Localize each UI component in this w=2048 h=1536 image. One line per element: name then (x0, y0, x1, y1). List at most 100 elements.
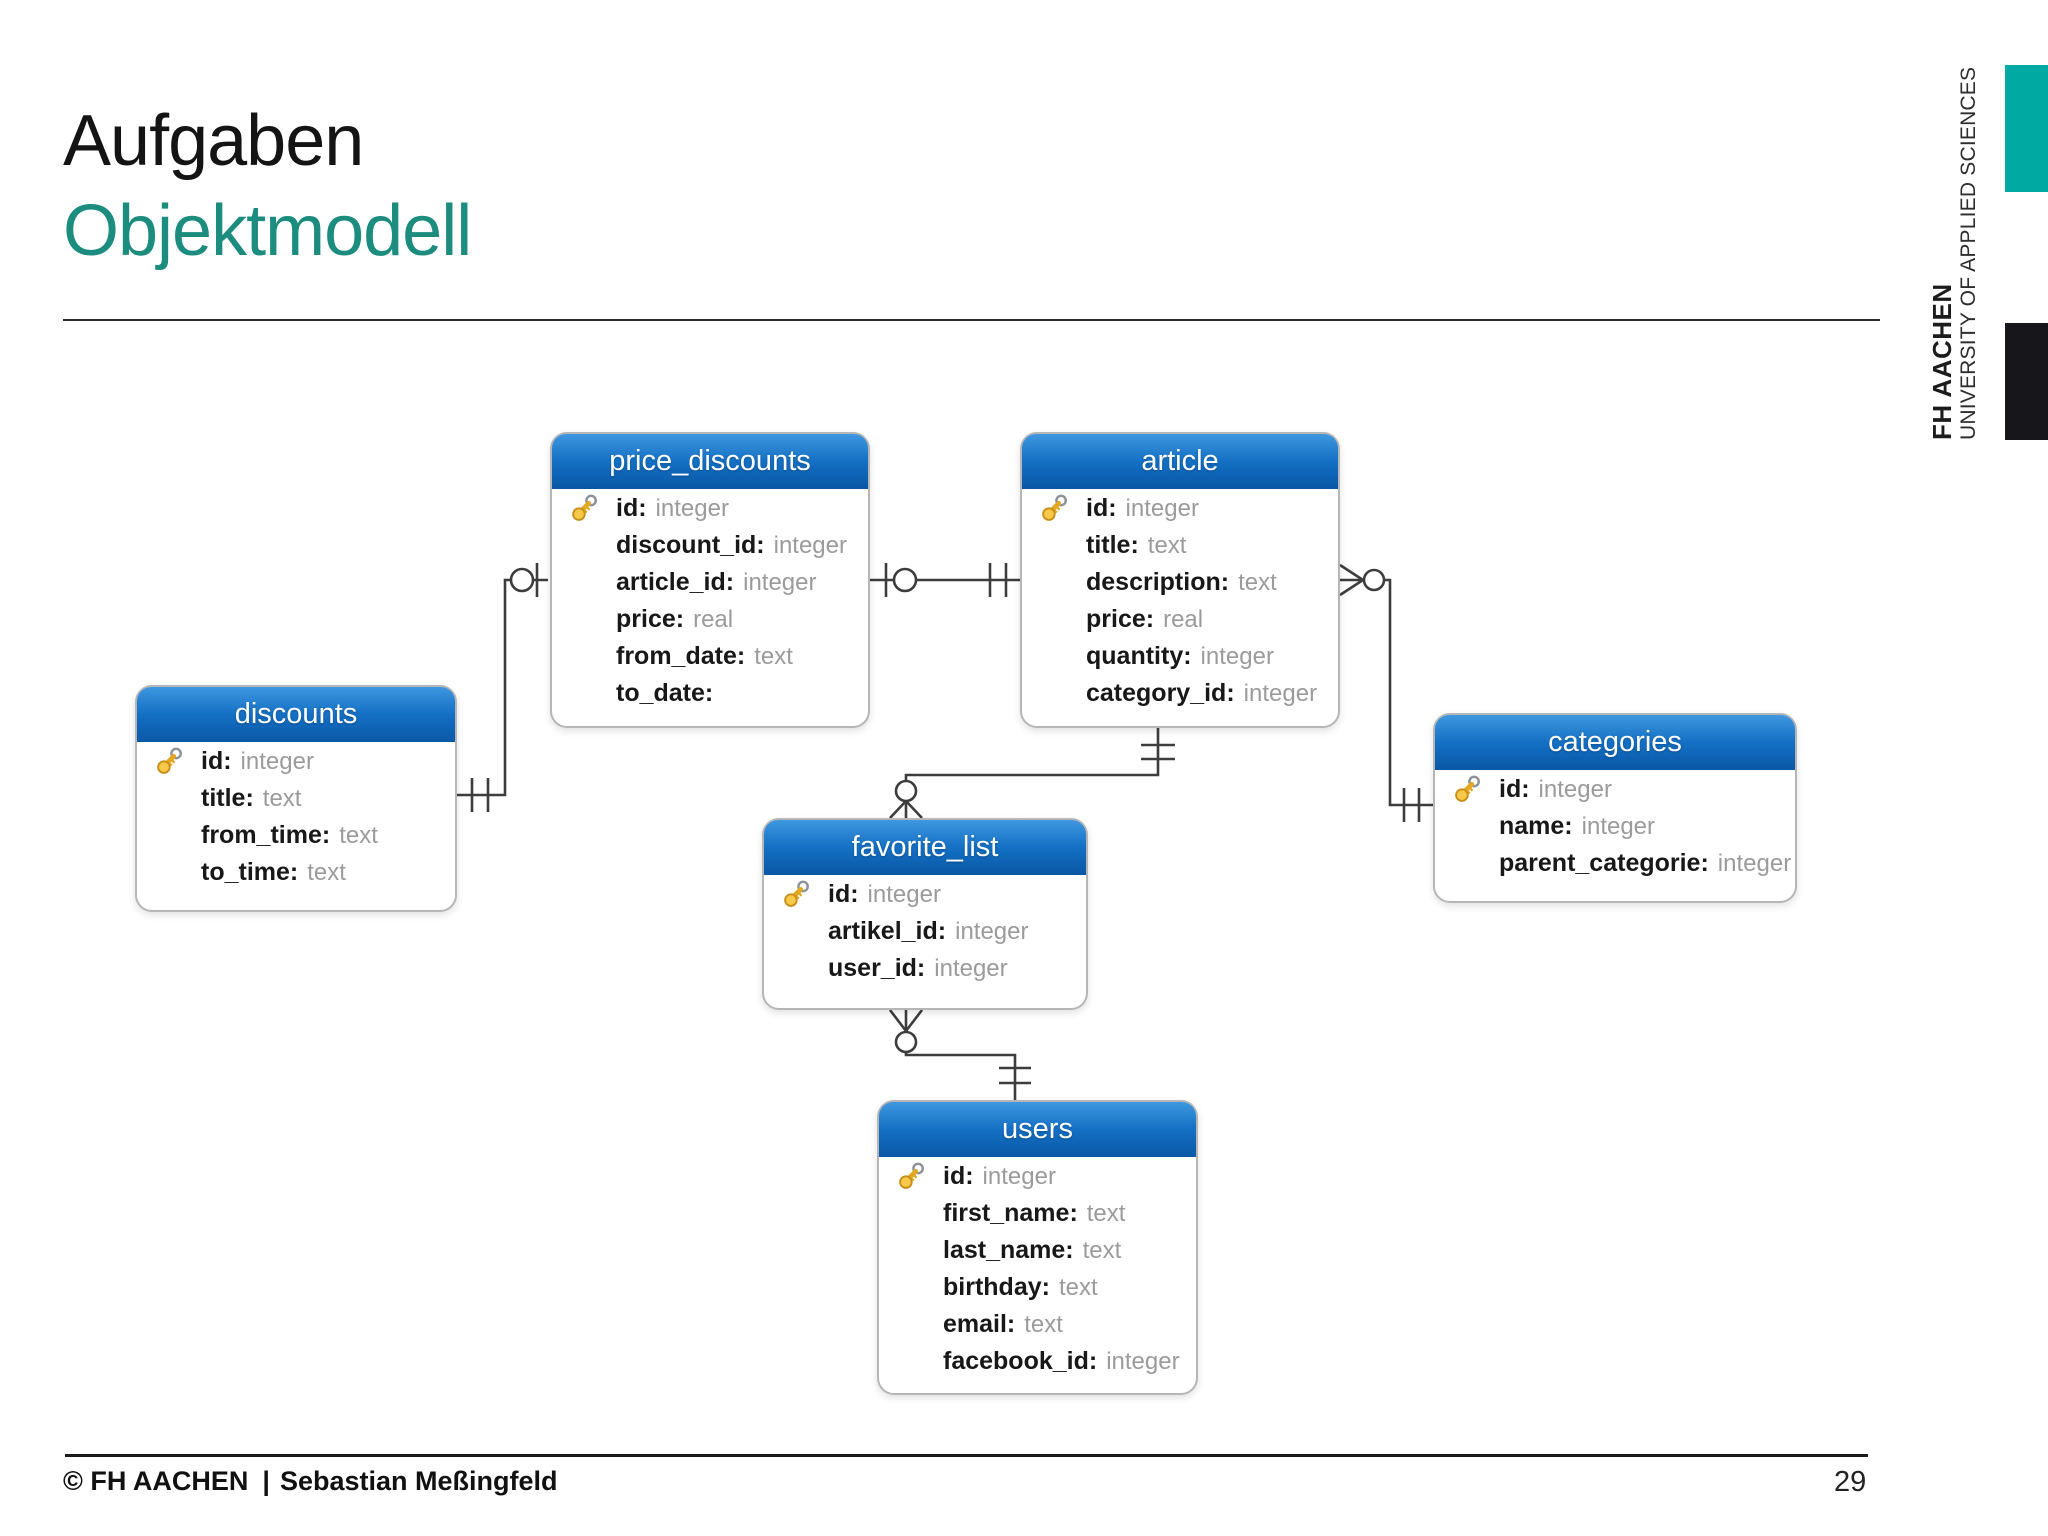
field-name: to_date: (616, 679, 714, 707)
field-row: title:text (1022, 527, 1338, 564)
field-type: integer (1717, 849, 1792, 877)
field-name: from_time: (201, 821, 331, 849)
field-row: artikel_id: integer (764, 913, 1086, 950)
footer-text: © FH AACHEN | Sebastian Meßingfeld (63, 1466, 558, 1497)
footer-author: Sebastian Meßingfeld (279, 1466, 558, 1496)
field-name: name: (1499, 812, 1573, 840)
footer-separator: | (262, 1466, 270, 1496)
field-name: category_id: (1086, 679, 1235, 707)
field-type: integer (743, 568, 817, 596)
entity-title: price_discounts (552, 434, 868, 489)
connection-price_discounts-article (868, 563, 1022, 597)
field-name: title: (201, 784, 254, 812)
field-name: parent_categorie: (1499, 849, 1709, 877)
field-row: category_id: integer (1022, 675, 1338, 712)
field-type: integer (1581, 812, 1656, 840)
field-row: id: integer (764, 876, 1086, 913)
field-row: email: text (879, 1306, 1196, 1343)
entity-fields: id: integer artikel_id: integer user_id:inte… (764, 875, 1086, 987)
entity-title: article (1022, 434, 1338, 489)
footer-rule (65, 1454, 1868, 1457)
field-name: email: (943, 1310, 1016, 1338)
field-row: birthday: text (879, 1269, 1196, 1306)
page-subtitle: Objektmodell (63, 191, 472, 271)
field-type: text (1147, 531, 1187, 559)
primary-key-icon (570, 493, 600, 523)
entity-title: categories (1435, 715, 1795, 770)
field-name: facebook_id: (943, 1347, 1098, 1375)
field-row: facebook_id: integer (879, 1343, 1196, 1380)
entity-categories: categories id: integer name: integer parent_c… (1433, 713, 1797, 903)
field-row: title:text (137, 780, 455, 817)
page-title: Aufgaben (63, 101, 364, 181)
field-type: integer (1538, 775, 1612, 803)
field-type: text (307, 858, 346, 886)
field-name: id: (828, 880, 859, 908)
field-type: integer (240, 747, 314, 775)
field-type: integer (955, 917, 1029, 945)
field-row: to_date: (552, 675, 868, 712)
field-name: id: (616, 494, 647, 522)
connection-article-favorite_list (889, 728, 1175, 819)
field-name: birthday: (943, 1273, 1050, 1301)
field-type: text (1024, 1310, 1063, 1338)
field-row: user_id:integer (764, 950, 1086, 987)
footer-copyright: © FH AACHEN (63, 1466, 249, 1496)
field-name: price: (616, 605, 685, 633)
field-row: quantity: integer (1022, 638, 1338, 675)
field-name: id: (1499, 775, 1530, 803)
field-name: id: (1086, 494, 1117, 522)
field-row: price: real (552, 601, 868, 638)
field-row: id: integer (1022, 490, 1338, 527)
entity-title: favorite_list (764, 820, 1086, 875)
field-type: integer (1200, 642, 1274, 670)
connection-article-categories (1339, 563, 1434, 822)
field-row: id: integer (1435, 771, 1795, 808)
primary-key-icon (1453, 774, 1483, 804)
field-name: to_time: (201, 858, 299, 886)
field-name: last_name: (943, 1236, 1074, 1264)
field-name: price: (1086, 605, 1155, 633)
field-row: discount_id:integer (552, 527, 868, 564)
field-type: text (339, 821, 378, 849)
entity-title: discounts (137, 687, 455, 742)
field-type: integer (1243, 679, 1318, 707)
field-name: quantity: (1086, 642, 1192, 670)
field-type: integer (1106, 1347, 1180, 1375)
primary-key-icon (1040, 493, 1070, 523)
field-type: integer (773, 531, 847, 559)
field-row: id:integer (879, 1158, 1196, 1195)
field-name: artikel_id: (828, 917, 947, 945)
field-type: text (1058, 1273, 1098, 1301)
field-row: from_date: text (552, 638, 868, 675)
field-type: integer (867, 880, 941, 908)
field-name: id: (201, 747, 232, 775)
field-type: text (1082, 1236, 1122, 1264)
field-type: text (1238, 568, 1277, 596)
field-type: integer (1125, 494, 1199, 522)
connection-favorite_list-users (888, 1009, 1031, 1100)
brand-teal-rect (2005, 65, 2048, 192)
field-name: id: (943, 1162, 974, 1190)
field-name: from_date: (616, 642, 746, 670)
field-row: first_name:text (879, 1195, 1196, 1232)
title-rule (63, 319, 1880, 321)
page-number: 29 (1834, 1466, 1867, 1498)
entity-favorite_list: favorite_list id: integer artikel_id: intege… (762, 818, 1088, 1010)
field-name: user_id: (828, 954, 926, 982)
field-type: real (693, 605, 734, 633)
entity-title: users (879, 1102, 1196, 1157)
field-type: text (754, 642, 793, 670)
field-row: description:text (1022, 564, 1338, 601)
field-row: name: integer (1435, 808, 1795, 845)
field-row: id: integer (137, 743, 455, 780)
field-name: article_id: (616, 568, 735, 596)
